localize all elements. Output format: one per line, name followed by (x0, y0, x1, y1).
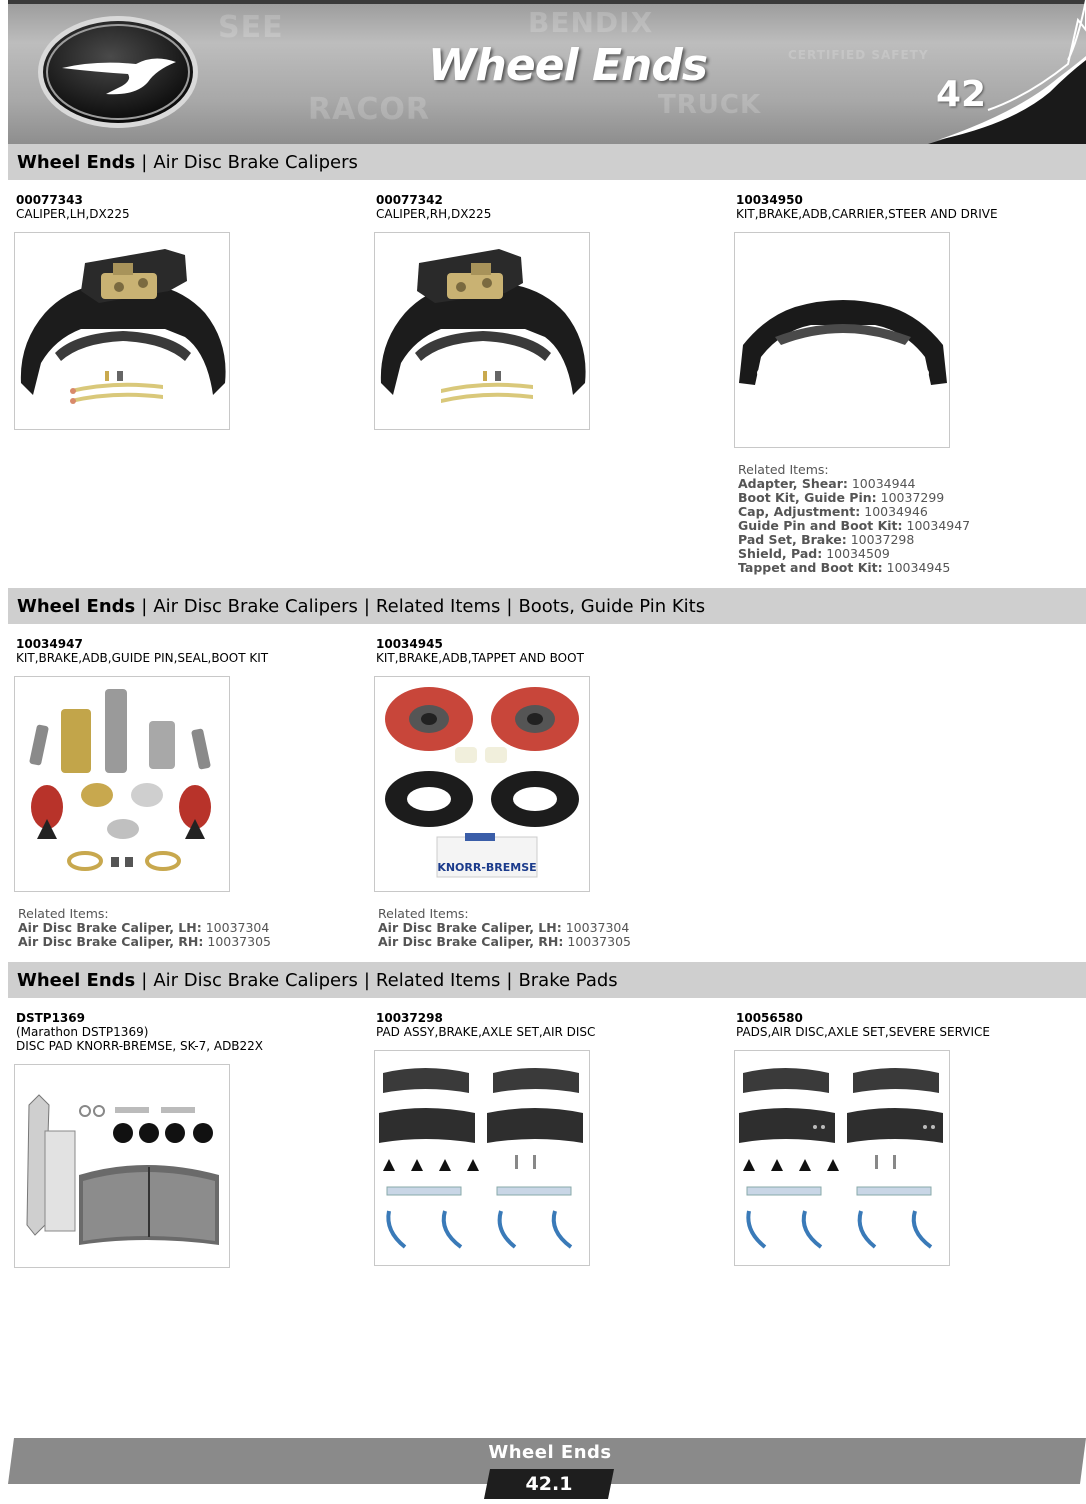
carrier-illustration (739, 300, 947, 385)
product-image-tappet-boot-kit: KNORR-BREMSE (374, 676, 590, 892)
product-code: 10056580 (736, 1011, 803, 1025)
severe-service-pads-illustration (739, 1068, 943, 1249)
product-description: CALIPER,RH,DX225 (376, 207, 492, 221)
product-image-pad-assy (374, 1050, 590, 1266)
section-crumb: Air Disc Brake Calipers (153, 969, 358, 991)
banner-title: Wheel Ends (428, 40, 708, 91)
related-item: Tappet and Boot Kit: 10034945 (738, 560, 951, 575)
disc-pad-illustration (26, 1094, 219, 1245)
separator: | (506, 595, 513, 617)
separator: | (363, 969, 370, 991)
product-image-disc-pad (14, 1064, 230, 1268)
product-item: 10034945 KIT,BRAKE,ADB,TAPPET AND BOOT (376, 637, 716, 665)
related-items-carrier: Related Items: Adapter, Shear: 10034944 … (738, 463, 970, 575)
section-header-boots-guide-pin: Wheel Ends | Air Disc Brake Calipers | R… (8, 588, 1086, 624)
related-item: Air Disc Brake Caliper, LH: 10037304 (378, 920, 630, 935)
section-category: Wheel Ends (17, 595, 136, 617)
related-item: Air Disc Brake Caliper, RH: 10037305 (378, 934, 631, 949)
related-item: Adapter, Shear: 10034944 (738, 476, 916, 491)
product-image-carrier (734, 232, 950, 448)
pad-assy-illustration (379, 1068, 583, 1249)
separator: | (363, 595, 370, 617)
related-item: Air Disc Brake Caliper, LH: 10037304 (18, 920, 270, 935)
related-title: Related Items: (738, 462, 829, 477)
section-category: Wheel Ends (17, 151, 136, 173)
header-banner: SEE RACOR BENDIX TRUCK CERTIFIED SAFETY … (8, 0, 1086, 144)
separator: | (141, 969, 148, 991)
section-crumb: Brake Pads (518, 969, 618, 991)
related-item: Air Disc Brake Caliper, RH: 10037305 (18, 934, 271, 949)
product-code: 10037298 (376, 1011, 443, 1025)
product-item: DSTP1369 (Marathon DSTP1369) DISC PAD KN… (16, 1011, 356, 1053)
caliper-illustration (380, 249, 586, 403)
section-crumb: Boots, Guide Pin Kits (518, 595, 706, 617)
product-description: PADS,AIR DISC,AXLE SET,SEVERE SERVICE (736, 1025, 991, 1039)
product-item: 10056580 PADS,AIR DISC,AXLE SET,SEVERE S… (736, 1011, 1076, 1039)
product-item: 10034950 KIT,BRAKE,ADB,CARRIER,STEER AND… (736, 193, 1076, 221)
product-image-caliper-rh (374, 232, 590, 430)
product-description: KIT,BRAKE,ADB,GUIDE PIN,SEAL,BOOT KIT (16, 651, 269, 665)
footer-page-number: 42.1 (484, 1469, 614, 1499)
banner-swoosh (928, 0, 1086, 144)
product-code: DSTP1369 (16, 1011, 85, 1025)
section-crumb: Related Items (375, 969, 501, 991)
separator: | (141, 595, 148, 617)
product-item: 00077342 CALIPER,RH,DX225 (376, 193, 716, 221)
footer-title: Wheel Ends (488, 1442, 612, 1463)
related-items-tappet: Related Items: Air Disc Brake Caliper, L… (378, 907, 631, 949)
related-title: Related Items: (18, 906, 109, 921)
brand-logo (38, 16, 198, 128)
product-code: 10034947 (16, 637, 83, 651)
related-item: Boot Kit, Guide Pin: 10037299 (738, 490, 945, 505)
product-item: 00077343 CALIPER,LH,DX225 (16, 193, 356, 221)
banner-texture: BENDIX (528, 6, 654, 39)
separator: | (141, 151, 148, 173)
product-code: 10034945 (376, 637, 443, 651)
related-item: Guide Pin and Boot Kit: 10034947 (738, 518, 971, 533)
guide-pin-kit-illustration (29, 689, 211, 871)
product-description: KIT,BRAKE,ADB,CARRIER,STEER AND DRIVE (736, 207, 998, 221)
product-description: KIT,BRAKE,ADB,TAPPET AND BOOT (376, 651, 584, 665)
banner-texture: RACOR (308, 92, 430, 127)
product-item: 10037298 PAD ASSY,BRAKE,AXLE SET,AIR DIS… (376, 1011, 716, 1039)
product-image-severe-service-pads (734, 1050, 950, 1266)
product-image-guide-pin-kit (14, 676, 230, 892)
section-category: Wheel Ends (17, 969, 136, 991)
product-image-caliper-lh (14, 232, 230, 430)
related-items-guide-pin: Related Items: Air Disc Brake Caliper, L… (18, 907, 271, 949)
page-number: 42 (936, 74, 987, 115)
related-title: Related Items: (378, 906, 469, 921)
related-item: Shield, Pad: 10034509 (738, 546, 890, 561)
separator: | (506, 969, 513, 991)
kit-label: KNORR-BREMSE (437, 861, 536, 874)
product-description: DISC PAD KNORR-BREMSE, SK-7, ADB22X (16, 1039, 264, 1053)
banner-texture: TRUCK (658, 90, 762, 120)
tappet-boot-kit-illustration: KNORR-BREMSE (385, 687, 579, 878)
banner-texture: CERTIFIED SAFETY (788, 48, 929, 62)
banner-texture: SEE (218, 10, 284, 45)
related-item: Cap, Adjustment: 10034946 (738, 504, 928, 519)
section-crumb: Related Items (375, 595, 501, 617)
related-item: Pad Set, Brake: 10037298 (738, 532, 915, 547)
product-description: PAD ASSY,BRAKE,AXLE SET,AIR DISC (376, 1025, 596, 1039)
product-item: 10034947 KIT,BRAKE,ADB,GUIDE PIN,SEAL,BO… (16, 637, 356, 665)
product-description: (Marathon DSTP1369) (16, 1025, 149, 1039)
section-crumb: Air Disc Brake Calipers (153, 595, 358, 617)
product-code: 00077343 (16, 193, 83, 207)
section-header-brake-pads: Wheel Ends | Air Disc Brake Calipers | R… (8, 962, 1086, 998)
section-header-calipers: Wheel Ends | Air Disc Brake Calipers (8, 144, 1086, 180)
section-crumb: Air Disc Brake Calipers (153, 151, 358, 173)
caliper-illustration (20, 249, 226, 404)
product-code: 10034950 (736, 193, 803, 207)
product-code: 00077342 (376, 193, 443, 207)
product-description: CALIPER,LH,DX225 (16, 207, 130, 221)
